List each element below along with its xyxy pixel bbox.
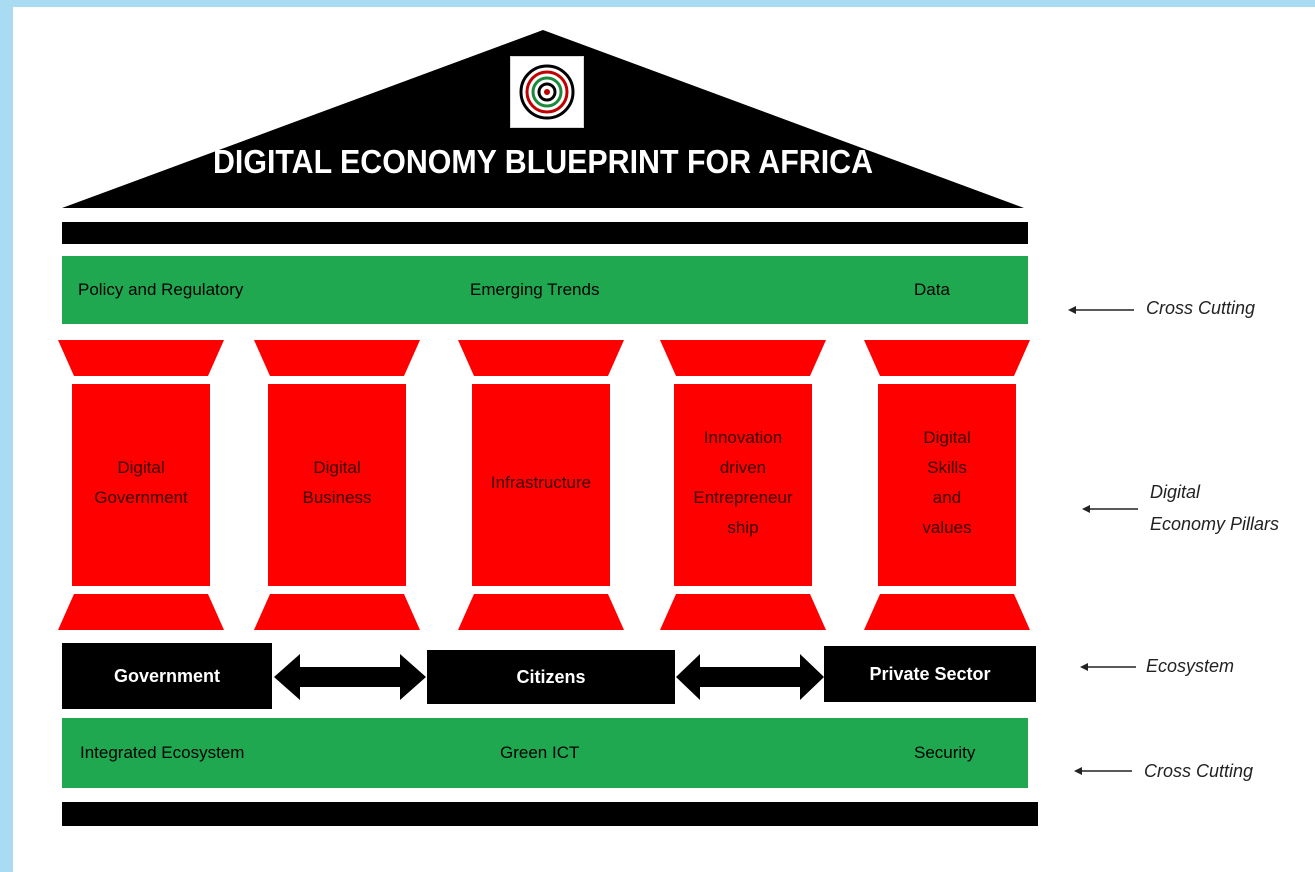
ecosystem-citizens: Citizens xyxy=(427,650,675,704)
frame-top-border xyxy=(0,0,1315,7)
pillar-digital-government: Digital Government xyxy=(58,340,224,630)
top-beam xyxy=(62,222,1028,244)
pillar-label: Digital Skills and values xyxy=(922,428,972,537)
pillar-infrastructure: Infrastructure xyxy=(458,340,624,630)
label-ecosystem: Ecosystem xyxy=(1146,656,1235,676)
pillar-label: Digital Government xyxy=(94,458,188,507)
frame-left-border xyxy=(0,0,13,872)
left-arrow-icon xyxy=(1068,306,1134,314)
left-arrow-icon xyxy=(1080,663,1136,671)
double-arrow-icon xyxy=(676,654,824,700)
pillar-label: Digital Business xyxy=(302,458,372,507)
page-title: DIGITAL ECONOMY BLUEPRINT FOR AFRICA xyxy=(212,143,874,180)
label-cross-cutting-top: Cross Cutting xyxy=(1146,298,1256,318)
logo-icon xyxy=(510,56,584,128)
band-item-green-ict: Green ICT xyxy=(500,743,580,762)
band-item-policy: Policy and Regulatory xyxy=(78,280,244,299)
band-item-emerging-trends: Emerging Trends xyxy=(470,280,600,299)
base-beam xyxy=(62,802,1038,826)
pillar-digital-skills: Digital Skills and values xyxy=(864,340,1030,630)
pillar-label: Infrastructure xyxy=(490,473,592,492)
band-item-security: Security xyxy=(914,743,976,762)
ecosystem-government: Government xyxy=(62,643,272,709)
label-digital-economy-pillars: Digital Economy Pillars xyxy=(1150,482,1280,534)
band-item-integrated-ecosystem: Integrated Ecosystem xyxy=(80,743,245,762)
band-item-data: Data xyxy=(914,280,950,299)
label-cross-cutting-bottom: Cross Cutting xyxy=(1144,761,1254,781)
pillar-innovation: Innovation driven Entrepreneur ship xyxy=(660,340,826,630)
pillar-digital-business: Digital Business xyxy=(254,340,420,630)
bottom-cross-cutting-band: Integrated Ecosystem Green ICT Security xyxy=(62,718,1028,788)
double-arrow-icon xyxy=(274,654,426,700)
top-cross-cutting-band: Policy and Regulatory Emerging Trends Da… xyxy=(62,256,1028,324)
ecosystem-private-sector: Private Sector xyxy=(824,646,1036,702)
pillar-label: Innovation driven Entrepreneur ship xyxy=(693,428,793,537)
left-arrow-icon xyxy=(1074,767,1132,775)
left-arrow-icon xyxy=(1082,505,1138,513)
